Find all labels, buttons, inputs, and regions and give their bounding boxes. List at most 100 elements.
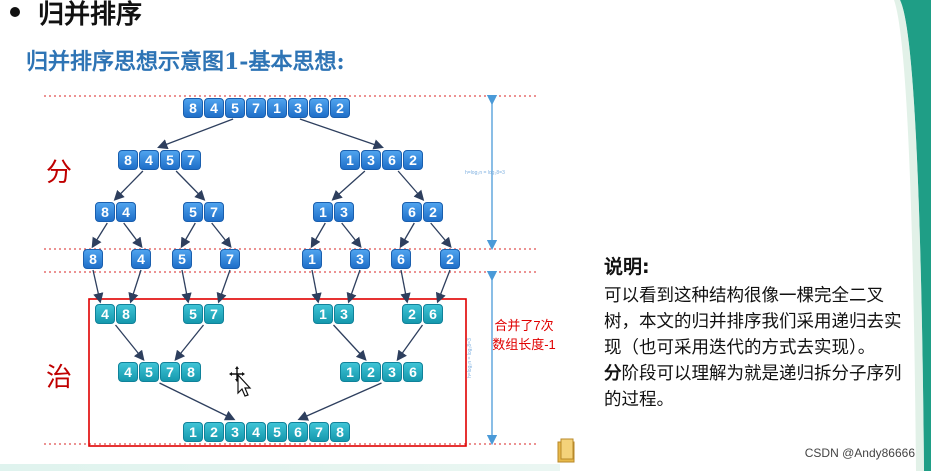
merge-arrow <box>92 269 104 304</box>
split-arrow <box>341 222 362 249</box>
merge-arrow <box>174 324 205 362</box>
merge-count-note: 合并了7次 数组长度-1 <box>478 316 570 354</box>
merge-arrow <box>333 324 367 361</box>
bullet-icon <box>10 6 20 17</box>
split-arrow <box>299 118 384 150</box>
explanation-text-2-rest: 阶段可以理解为就是递归拆分子序列的过程。 <box>604 364 902 410</box>
conquer-cell: 1 <box>340 362 360 382</box>
conquer-cell: 8 <box>116 304 136 324</box>
move-cursor-icon <box>229 366 252 397</box>
divide-cell: 2 <box>330 98 350 118</box>
conquer-cell: 6 <box>423 304 443 324</box>
split-arrow <box>91 222 108 249</box>
conquer-cell: 4 <box>246 422 266 442</box>
divide-cell: 3 <box>288 98 308 118</box>
conquer-cell: 8 <box>330 422 350 442</box>
conquer-cell: 7 <box>160 362 180 382</box>
divide-cell: 1 <box>267 98 287 118</box>
merge-arrow <box>311 269 322 304</box>
divide-cell: 7 <box>220 249 240 269</box>
conquer-cell: 1 <box>183 422 203 442</box>
conquer-cell: 7 <box>204 304 224 324</box>
divide-cell: 8 <box>95 202 115 222</box>
divide-cell: 4 <box>139 150 159 170</box>
divide-cell: 1 <box>313 202 333 222</box>
conquer-cell: 1 <box>313 304 333 324</box>
merge-phase-box <box>88 298 467 447</box>
conquer-cell: 4 <box>95 304 115 324</box>
merge-arrow <box>435 269 451 304</box>
divide-cell: 4 <box>204 98 224 118</box>
section-heading: 归并排序 <box>10 0 142 31</box>
divide-cell: 3 <box>350 249 370 269</box>
split-arrow <box>157 118 234 150</box>
merge-arrow <box>400 269 411 304</box>
divide-cell: 5 <box>183 202 203 222</box>
explanation-title: 说明: <box>604 256 650 278</box>
divide-cell: 8 <box>183 98 203 118</box>
divide-cell: 1 <box>340 150 360 170</box>
merge-arrow <box>128 269 142 304</box>
conquer-cell: 5 <box>139 362 159 382</box>
divide-cell: 1 <box>302 249 322 269</box>
merge-arrow <box>159 382 236 421</box>
folder-icon[interactable] <box>556 436 578 466</box>
conquer-cell: 2 <box>361 362 381 382</box>
divide-cell: 8 <box>83 249 103 269</box>
divide-cell: 5 <box>172 249 192 269</box>
divide-cell: 8 <box>118 150 138 170</box>
bottom-stripe <box>0 464 560 471</box>
divide-cell: 4 <box>116 202 136 222</box>
conquer-cell: 2 <box>402 304 422 324</box>
explanation-text-2: 分阶段可以理解为就是递归拆分子序列的过程。 <box>604 361 904 413</box>
split-arrow <box>113 170 144 201</box>
conquer-cell: 3 <box>382 362 402 382</box>
divide-cell: 5 <box>160 150 180 170</box>
conquer-label: 治 <box>46 363 73 393</box>
split-arrow <box>310 222 326 249</box>
conquer-cell: 6 <box>288 422 308 442</box>
split-arrow <box>399 222 415 249</box>
conquer-cell: 2 <box>204 422 224 442</box>
conquer-cell: 5 <box>267 422 287 442</box>
explanation-panel: 说明: 可以看到这种结构很像一棵完全二叉树，本文的归并排序我们采用递归去实现（也… <box>604 252 904 413</box>
divide-label: 分 <box>46 158 73 188</box>
divide-cell: 2 <box>403 150 423 170</box>
diagram-title: 归并排序思想示意图1-基本思想: <box>26 49 345 75</box>
heading-text: 归并排序 <box>38 0 143 30</box>
split-arrow <box>175 170 206 201</box>
divide-cell: 4 <box>131 249 151 269</box>
split-arrow <box>331 170 366 201</box>
merge-arrow <box>396 324 424 362</box>
divide-cell: 7 <box>181 150 201 170</box>
merge-arrow <box>216 269 231 304</box>
watermark: CSDN @Andy86666 <box>804 446 915 460</box>
divide-cell: 6 <box>309 98 329 118</box>
divide-cell: 6 <box>382 150 402 170</box>
conquer-cell: 3 <box>225 422 245 442</box>
height-formula-divide: h=log₂n = log₂8=3 <box>465 170 505 176</box>
split-arrow <box>211 222 232 249</box>
merge-arrow <box>114 324 145 362</box>
conquer-cell: 7 <box>309 422 329 442</box>
conquer-cell: 8 <box>181 362 201 382</box>
conquer-cell: 3 <box>334 304 354 324</box>
merge-count-line1: 合并了7次 <box>494 318 554 333</box>
conquer-cell: 4 <box>118 362 138 382</box>
merge-arrow <box>346 269 361 304</box>
split-arrow <box>180 222 196 249</box>
explanation-bold-word: 分 <box>604 364 622 384</box>
merge-count-line2: 数组长度-1 <box>492 337 556 352</box>
split-arrow <box>430 222 452 248</box>
divide-cell: 7 <box>204 202 224 222</box>
split-arrow <box>397 170 425 201</box>
divide-cell: 6 <box>402 202 422 222</box>
split-arrow <box>123 222 143 249</box>
conquer-cell: 5 <box>183 304 203 324</box>
divide-cell: 2 <box>423 202 443 222</box>
divide-cell: 3 <box>361 150 381 170</box>
divide-cell: 7 <box>246 98 266 118</box>
divide-cell: 3 <box>334 202 354 222</box>
